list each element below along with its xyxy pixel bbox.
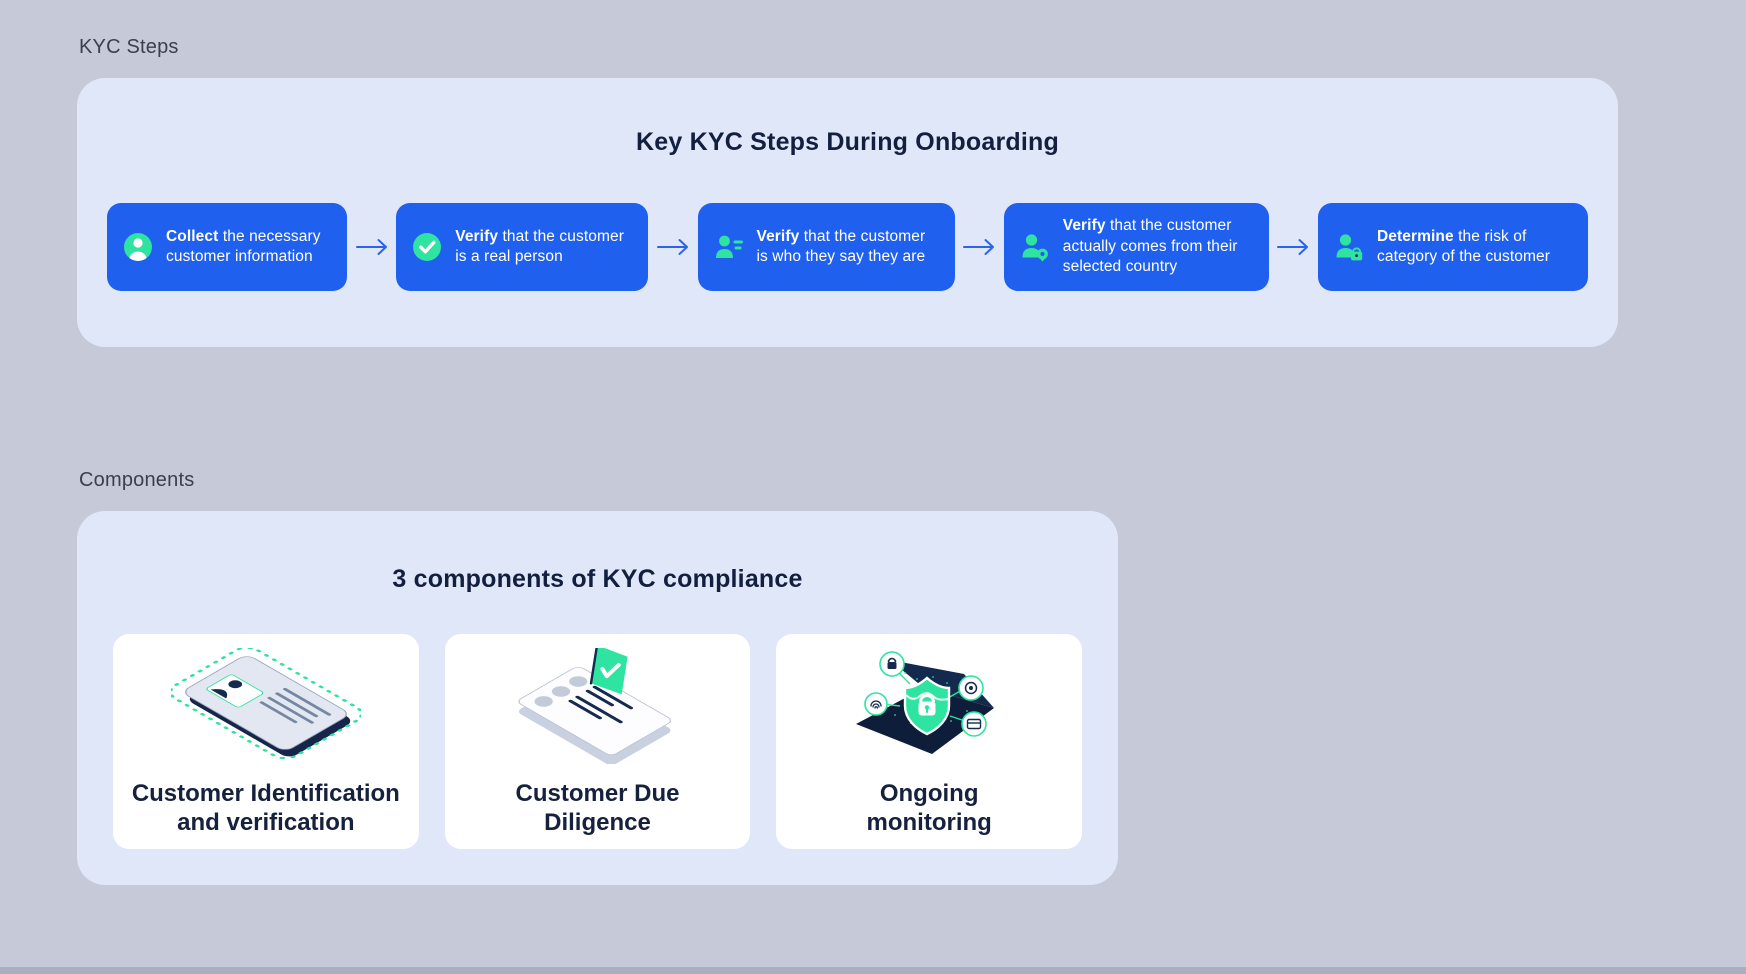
step-card-verify-identity: Verify that the customer is who they say… bbox=[697, 203, 955, 291]
check-circle-icon bbox=[412, 232, 442, 262]
arrow-right-icon bbox=[962, 237, 996, 257]
step-card-determine-risk: Determine the risk of category of the cu… bbox=[1318, 203, 1588, 291]
components-panel-title: 3 components of KYC compliance bbox=[392, 565, 803, 593]
kyc-steps-row: Collect the necessary customer informati… bbox=[107, 203, 1588, 291]
user-circle-icon bbox=[123, 232, 153, 262]
step-card-verify-real-person: Verify that the customer is a real perso… bbox=[396, 203, 649, 291]
page-content: KYC Steps Key KYC Steps During Onboardin… bbox=[77, 36, 1746, 885]
components-section-label: Components bbox=[79, 469, 195, 491]
step-text: Verify that the customer actually comes … bbox=[1062, 217, 1238, 276]
document-check-illustration bbox=[503, 648, 693, 764]
step-text: Verify that the customer is a real perso… bbox=[455, 227, 624, 265]
step-text: Verify that the customer is who they say… bbox=[756, 227, 926, 265]
kyc-steps-section-label: KYC Steps bbox=[79, 36, 179, 58]
component-card-identification: Customer Identification and verification bbox=[113, 634, 419, 849]
components-panel: 3 components of KYC compliance bbox=[77, 511, 1118, 885]
step-text: Determine the risk of category of the cu… bbox=[1377, 227, 1550, 265]
component-title: Customer Due Diligence bbox=[515, 780, 680, 836]
component-card-due-diligence: Customer Due Diligence bbox=[444, 634, 751, 849]
components-section: Components 3 components of KYC complianc… bbox=[77, 469, 1746, 885]
user-details-icon bbox=[714, 232, 744, 262]
component-card-monitoring: Ongoing monitoring bbox=[776, 634, 1083, 849]
id-card-illustration bbox=[170, 648, 361, 764]
arrow-right-icon bbox=[656, 237, 690, 257]
user-location-icon bbox=[1020, 232, 1050, 262]
arrow-right-icon bbox=[1276, 237, 1310, 257]
step-card-collect-information: Collect the necessary customer informati… bbox=[107, 203, 347, 291]
bottom-edge-bar bbox=[0, 967, 1746, 974]
arrow-right-icon bbox=[355, 237, 389, 257]
kyc-steps-panel-title: Key KYC Steps During Onboarding bbox=[636, 128, 1059, 156]
user-lock-icon bbox=[1334, 232, 1364, 262]
components-row: Customer Identification and verification bbox=[113, 634, 1083, 849]
step-text: Collect the necessary customer informati… bbox=[166, 227, 321, 265]
component-title: Ongoing monitoring bbox=[866, 780, 992, 836]
component-title: Customer Identification and verification bbox=[131, 780, 400, 836]
kyc-steps-panel: Key KYC Steps During Onboarding Collect … bbox=[77, 78, 1618, 347]
step-card-verify-country: Verify that the customer actually comes … bbox=[1003, 203, 1269, 291]
shield-monitoring-illustration bbox=[834, 648, 1024, 764]
